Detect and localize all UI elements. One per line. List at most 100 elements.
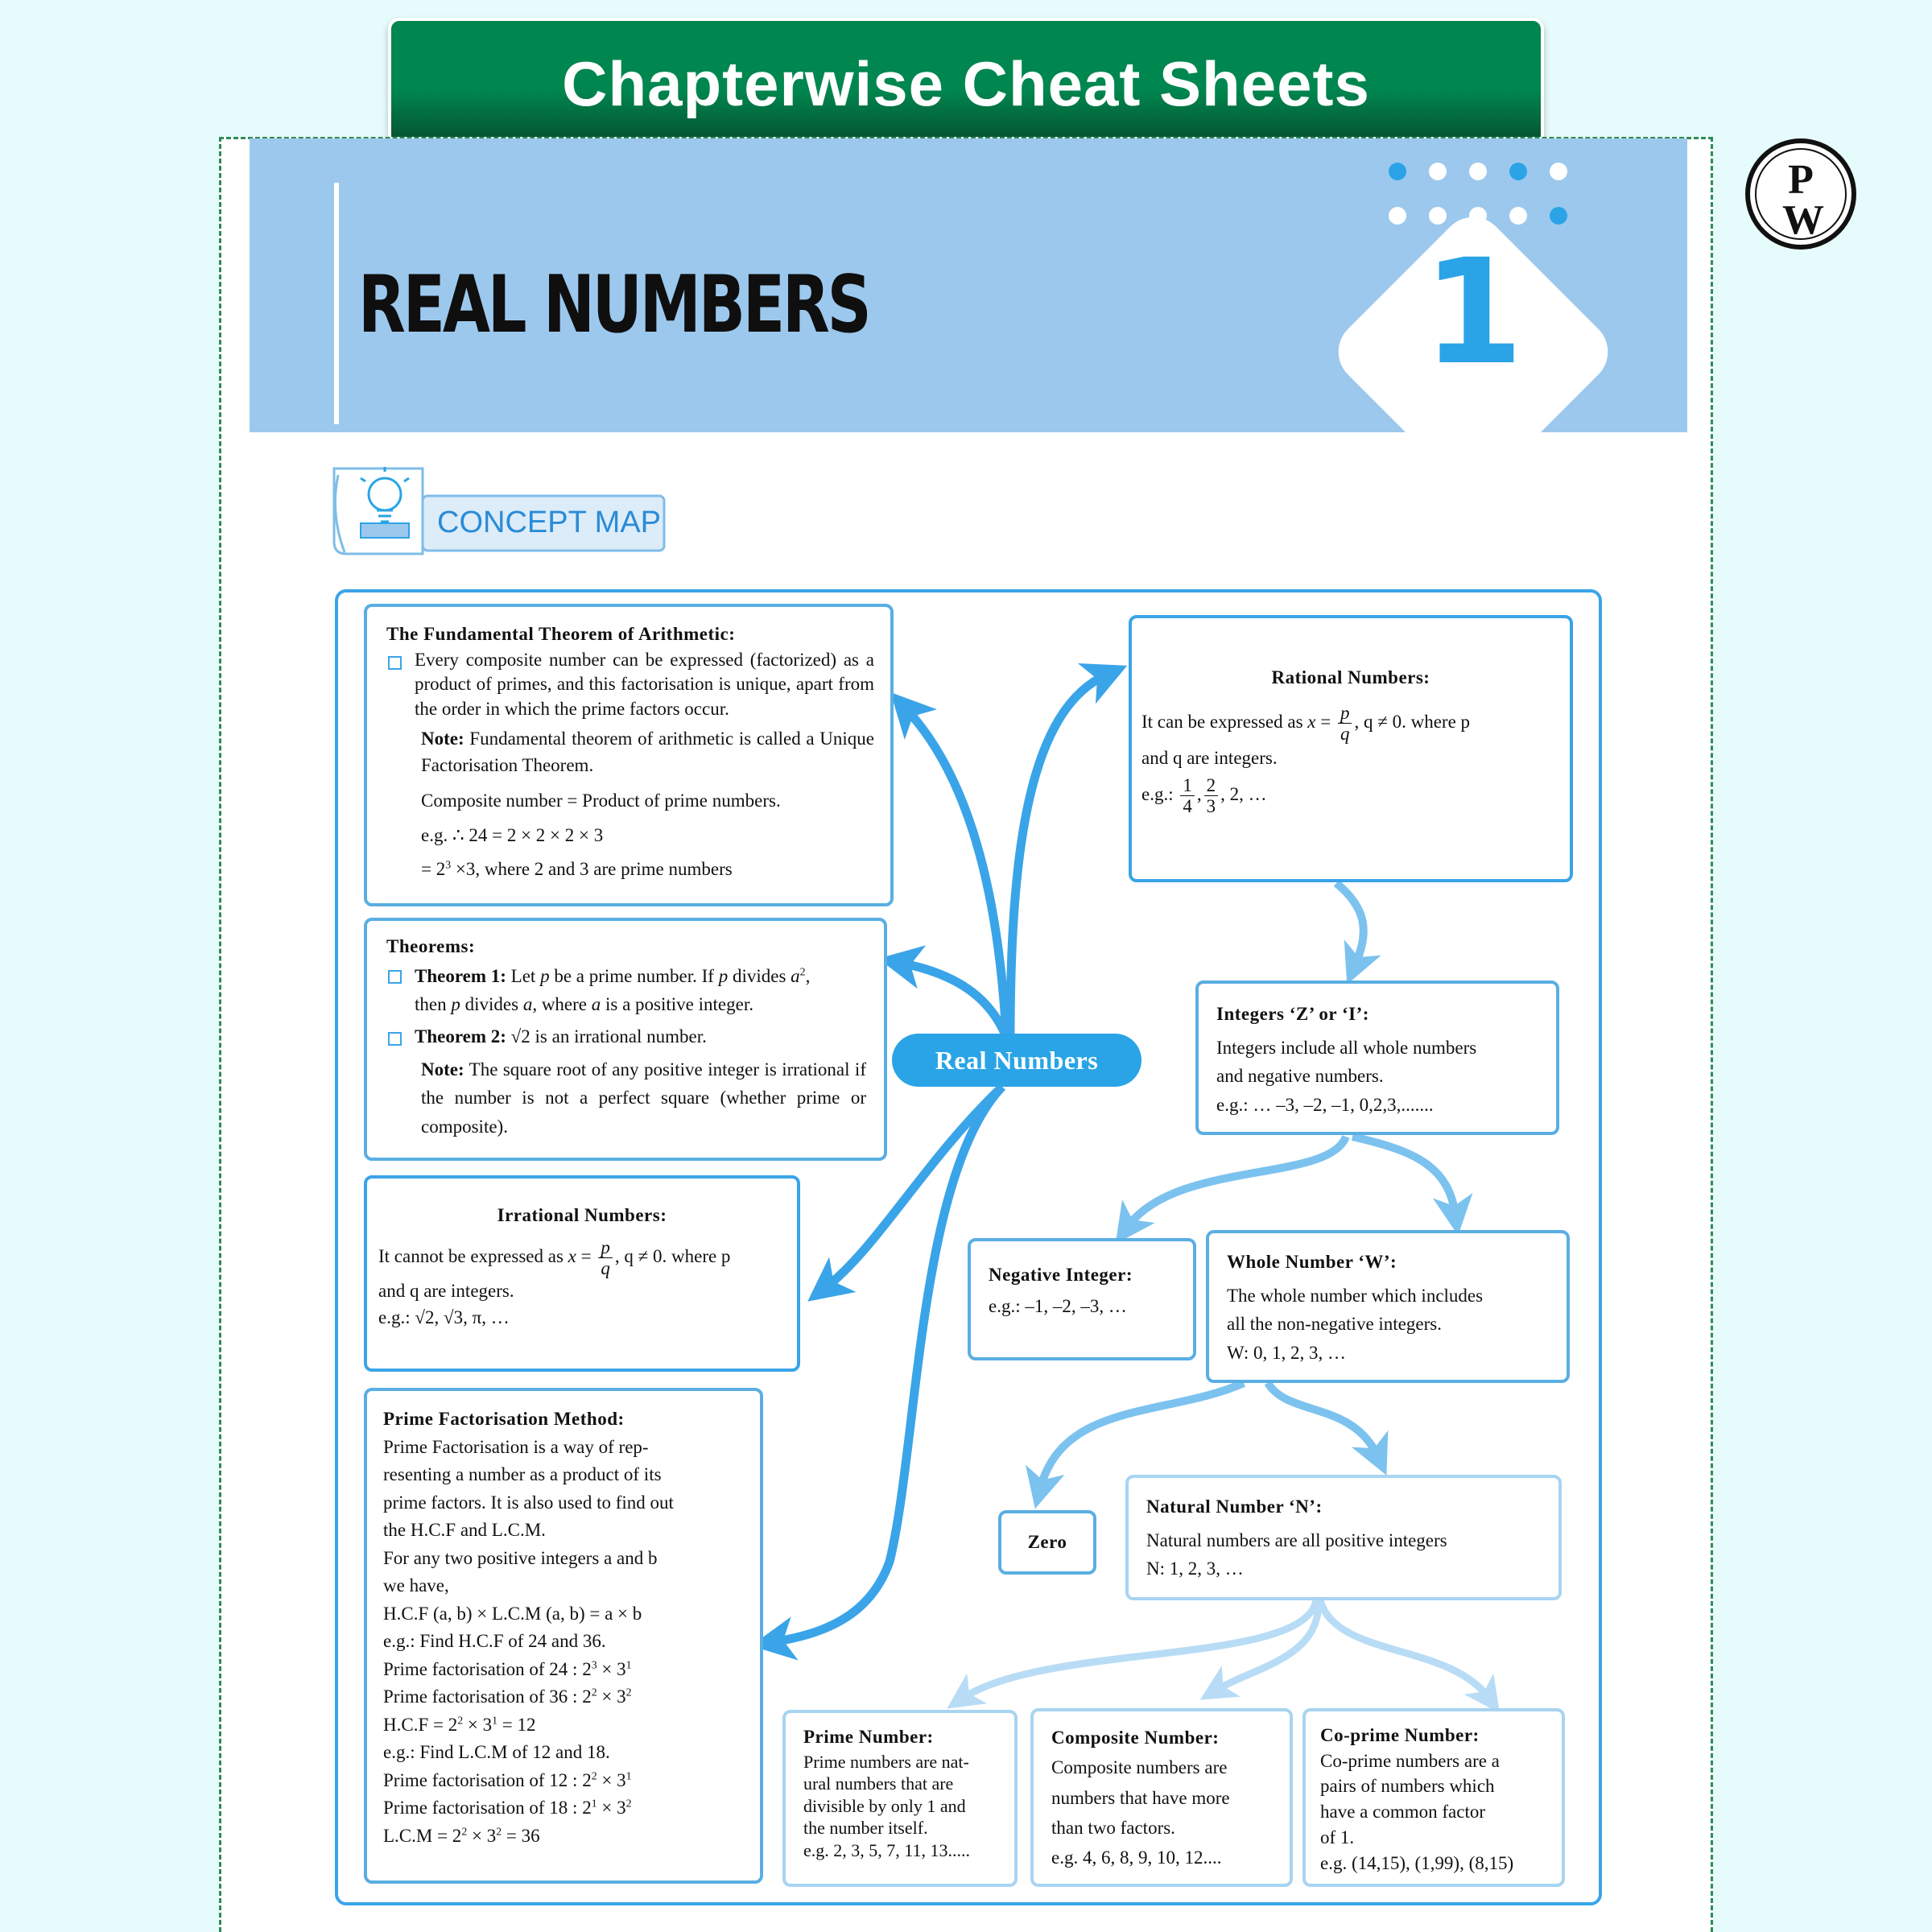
f24-pre: Prime factorisation of 24 : 2 (383, 1658, 592, 1679)
decor-dot (1550, 207, 1567, 225)
connector-natural-coprime (1316, 1599, 1501, 1714)
composite-number-box: Composite Number: Composite numbers are … (1030, 1708, 1293, 1887)
natural-heading: Natural Number ‘N’: (1146, 1496, 1323, 1517)
theorem-2: Theorem 2: √2 is an irrational number. (386, 1024, 866, 1051)
natural-line1: Natural numbers are all positive integer… (1146, 1530, 1447, 1550)
f12-mid: × 3 (597, 1769, 626, 1790)
rat-f1d: 4 (1183, 796, 1192, 817)
rational-box: Rational Numbers: It can be expressed as… (1129, 615, 1573, 882)
t1-d: , (805, 965, 811, 986)
negative-heading: Negative Integer: (989, 1265, 1133, 1285)
prime-heading: Prime Number: (803, 1727, 934, 1747)
chapter-header: REAL NUMBERS 1 (250, 138, 1687, 432)
theorems-box: Theorems: Theorem 1: Let p be a prime nu… (364, 918, 887, 1161)
integers-line1: Integers include all whole numbers (1216, 1037, 1477, 1058)
lcm-s2: 2 (496, 1824, 502, 1837)
f12-s1: 2 (591, 1769, 597, 1781)
title-accent-bar (334, 183, 339, 424)
composite-line: Composite numbers are (1051, 1757, 1228, 1778)
zero-heading: Zero (1027, 1531, 1067, 1552)
rat-x: x (1307, 711, 1316, 732)
lcm-pre: L.C.M = 2 (383, 1825, 462, 1846)
prime-line: the number itself. (803, 1818, 928, 1839)
prime-fact-heading: Prime Factorisation Method: (383, 1409, 625, 1429)
theorem-2-body: is an irrational number. (530, 1026, 707, 1046)
t1-b: be a prime number. If (549, 965, 719, 986)
decor-dot (1509, 163, 1527, 180)
factorisation-18: Prime factorisation of 18 : 21 × 32 (383, 1794, 752, 1823)
f12-s2: 1 (625, 1769, 632, 1781)
connector-hub-rational (1005, 663, 1128, 1038)
composite-line: e.g. 4, 6, 8, 9, 10, 12.... (1051, 1847, 1222, 1868)
prime-fact-line: Prime Factorisation is a way of rep- (383, 1436, 649, 1457)
coprime-line: Co-prime numbers are a (1320, 1750, 1500, 1771)
bullet-square-icon (388, 969, 402, 984)
whole-example: W: 0, 1, 2, 3, … (1227, 1342, 1346, 1363)
f12-pre: Prime factorisation of 12 : 2 (383, 1769, 592, 1790)
whole-line2: all the non-negative integers. (1227, 1314, 1442, 1335)
prime-fact-line: the H.C.F and L.C.M. (383, 1520, 546, 1540)
rat-pre: It can be expressed as (1141, 711, 1308, 732)
integers-line2: and negative numbers. (1216, 1066, 1384, 1087)
natural-number-box: Natural Number ‘N’: Natural numbers are … (1125, 1475, 1562, 1600)
rat-tail: , 2, … (1220, 783, 1267, 804)
fta-bullet-text: Every composite number can be expressed … (415, 649, 874, 720)
factorisation-24: Prime factorisation of 24 : 23 × 31 (383, 1656, 752, 1684)
rat-f2d: 3 (1206, 796, 1216, 817)
negative-example: e.g.: –1, –2, –3, … (989, 1296, 1127, 1317)
theorem-1-label: Theorem 1: (415, 965, 506, 986)
rat-post: , q ≠ 0. where p (1354, 711, 1471, 732)
whole-heading: Whole Number ‘W’: (1227, 1252, 1397, 1272)
f36-pre: Prime factorisation of 36 : 2 (383, 1686, 592, 1707)
lcm-s1: 2 (461, 1824, 468, 1837)
t1-p2: p (718, 965, 729, 986)
chapter-number: 1 (1422, 229, 1524, 397)
rat-f1n: 1 (1180, 775, 1195, 797)
connector-whole-zero (1025, 1379, 1246, 1509)
theorems-note-label: Note: (421, 1059, 464, 1080)
irrational-box: Irrational Numbers: It cannot be express… (364, 1175, 800, 1372)
prime-factorisation-box: Prime Factorisation Method: Prime Factor… (364, 1388, 763, 1884)
composite-line: numbers that have more (1051, 1787, 1230, 1808)
rational-heading: Rational Numbers: (1271, 667, 1430, 687)
hub-real-numbers: Real Numbers (892, 1034, 1141, 1087)
factorisation-36: Prime factorisation of 36 : 22 × 32 (383, 1683, 752, 1711)
theorems-note-text: The square root of any positive integer … (421, 1059, 866, 1137)
theorem-2-label: Theorem 2: (415, 1026, 506, 1046)
f36-s1: 2 (591, 1686, 597, 1699)
f18-mid: × 3 (597, 1798, 626, 1818)
coprime-line: have a common factor (1320, 1802, 1485, 1823)
t1-a2: a (791, 965, 800, 986)
prime-line: divisible by only 1 and (803, 1795, 966, 1816)
composite-line: than two factors. (1051, 1817, 1175, 1838)
irr-den: q (601, 1257, 610, 1278)
rat-f2n: 2 (1203, 775, 1219, 797)
f24-s2: 1 (625, 1657, 632, 1670)
f36-mid: × 3 (597, 1686, 626, 1707)
prime-fact-line: we have, (383, 1575, 449, 1596)
hcf-s1: 2 (457, 1713, 464, 1726)
connector-whole-natural (1264, 1381, 1389, 1476)
theorems-heading: Theorems: (386, 936, 476, 956)
irrational-heading: Irrational Numbers: (497, 1205, 667, 1225)
decor-dot (1389, 207, 1406, 225)
t1-p: p (540, 965, 550, 986)
hcf-pre: H.C.F = 2 (383, 1714, 458, 1735)
concept-map-badge (332, 467, 666, 555)
decor-dot (1469, 163, 1487, 180)
decor-dot (1429, 207, 1447, 225)
rat-eq: = (1315, 711, 1335, 732)
prime-fact-line: H.C.F (a, b) × L.C.M (a, b) = a × b (383, 1603, 642, 1624)
chapter-title: REAL NUMBERS (358, 259, 872, 351)
fta-composite: Composite number = Product of prime numb… (421, 790, 781, 811)
prime-fact-line: prime factors. It is also used to find o… (383, 1492, 674, 1513)
connector-integers-whole (1351, 1133, 1473, 1236)
f18-pre: Prime factorisation of 18 : 2 (383, 1798, 592, 1818)
prime-line: e.g. 2, 3, 5, 7, 11, 13..... (803, 1839, 970, 1860)
fta-result: = 23 ×3, where 2 and 3 are prime numbers (421, 852, 874, 887)
